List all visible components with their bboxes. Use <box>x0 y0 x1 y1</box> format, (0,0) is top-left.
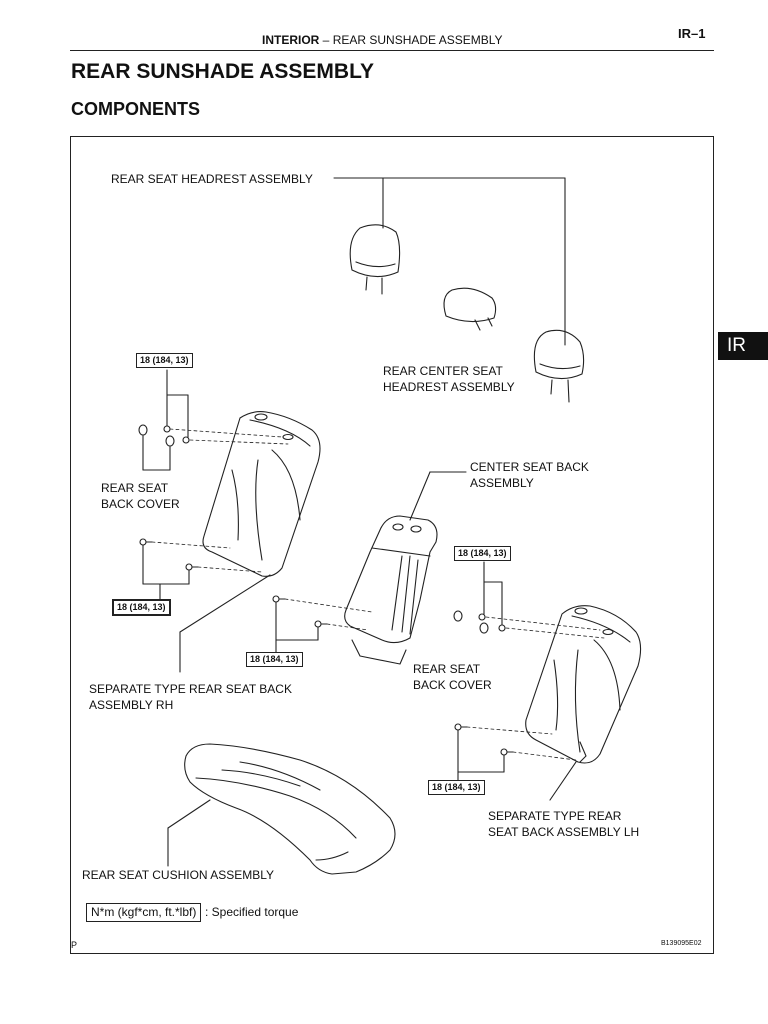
label-seat-cushion: REAR SEAT CUSHION ASSEMBLY <box>82 868 275 882</box>
back-cover-right-parts <box>453 610 506 634</box>
seat-cushion-drawing <box>184 743 396 875</box>
legend-unit-box: N*m (kgf*cm, ft.*lbf) <box>86 903 202 922</box>
headrest-right-drawing <box>533 329 585 403</box>
figure-id: B139095E02 <box>661 940 702 947</box>
seat-back-lh-drawing <box>525 605 642 764</box>
right-bolt-dash-lines <box>466 726 577 761</box>
label-seat-back-rh: SEPARATE TYPE REAR SEAT BACK ASSEMBLY RH <box>89 682 292 712</box>
seat-back-rh-drawing <box>202 411 321 577</box>
label-seat-back-lh: SEPARATE TYPE REAR SEAT BACK ASSEMBLY LH <box>488 809 640 839</box>
torque-leader-left-top <box>142 369 189 471</box>
headrest-left-drawing <box>349 224 401 295</box>
label-back-cover-right: REAR SEAT BACK COVER <box>413 662 492 692</box>
diagram-frame <box>70 136 714 954</box>
left-bolt-dash-lines <box>151 541 263 573</box>
header-separator: – <box>319 33 333 47</box>
torque-spec-right-bottom: 18 (184, 13) <box>428 780 485 795</box>
header-section-bold: INTERIOR <box>262 33 320 47</box>
back-cover-left-parts <box>138 424 190 447</box>
label-headrest-assembly: REAR SEAT HEADREST ASSEMBLY <box>111 172 313 186</box>
label-center-seat-back: CENTER SEAT BACK ASSEMBLY <box>470 460 589 490</box>
leader-cushion <box>167 799 211 829</box>
torque-leader-right-top <box>483 561 503 626</box>
page-title: REAR SUNSHADE ASSEMBLY <box>71 60 374 83</box>
leader-seat-back-lh <box>549 761 577 801</box>
headrest-leader-lines <box>333 177 566 346</box>
torque-spec-center: 18 (184, 13) <box>246 652 303 667</box>
leader-seat-back-rh <box>179 574 271 633</box>
bolts-right-lower <box>454 723 514 781</box>
right-cover-dash-lines <box>485 616 605 639</box>
center-seat-back-drawing <box>344 515 438 665</box>
torque-spec-left-top: 18 (184, 13) <box>136 353 193 368</box>
headrest-center-drawing <box>443 287 497 331</box>
torque-spec-right-top: 18 (184, 13) <box>454 546 511 561</box>
bolts-center <box>272 595 328 653</box>
left-cover-dash-lines <box>169 428 289 445</box>
legend-description: : Specified torque <box>205 905 299 919</box>
label-center-headrest-assembly: REAR CENTER SEAT HEADREST ASSEMBLY <box>383 364 515 394</box>
page-number: IR–1 <box>678 26 706 41</box>
corner-mark: P <box>71 940 78 950</box>
header-section-name: REAR SUNSHADE ASSEMBLY <box>332 33 503 47</box>
center-bolt-dash-lines <box>284 598 373 631</box>
torque-spec-left-bottom: 18 (184, 13) <box>112 599 171 616</box>
section-subtitle: COMPONENTS <box>71 99 201 119</box>
section-tab: IR <box>718 332 768 360</box>
header-rule <box>70 50 714 51</box>
running-header: INTERIOR – REAR SUNSHADE ASSEMBLY <box>262 33 503 47</box>
bolts-left-lower <box>139 538 199 601</box>
label-back-cover-left: REAR SEAT BACK COVER <box>101 481 180 511</box>
